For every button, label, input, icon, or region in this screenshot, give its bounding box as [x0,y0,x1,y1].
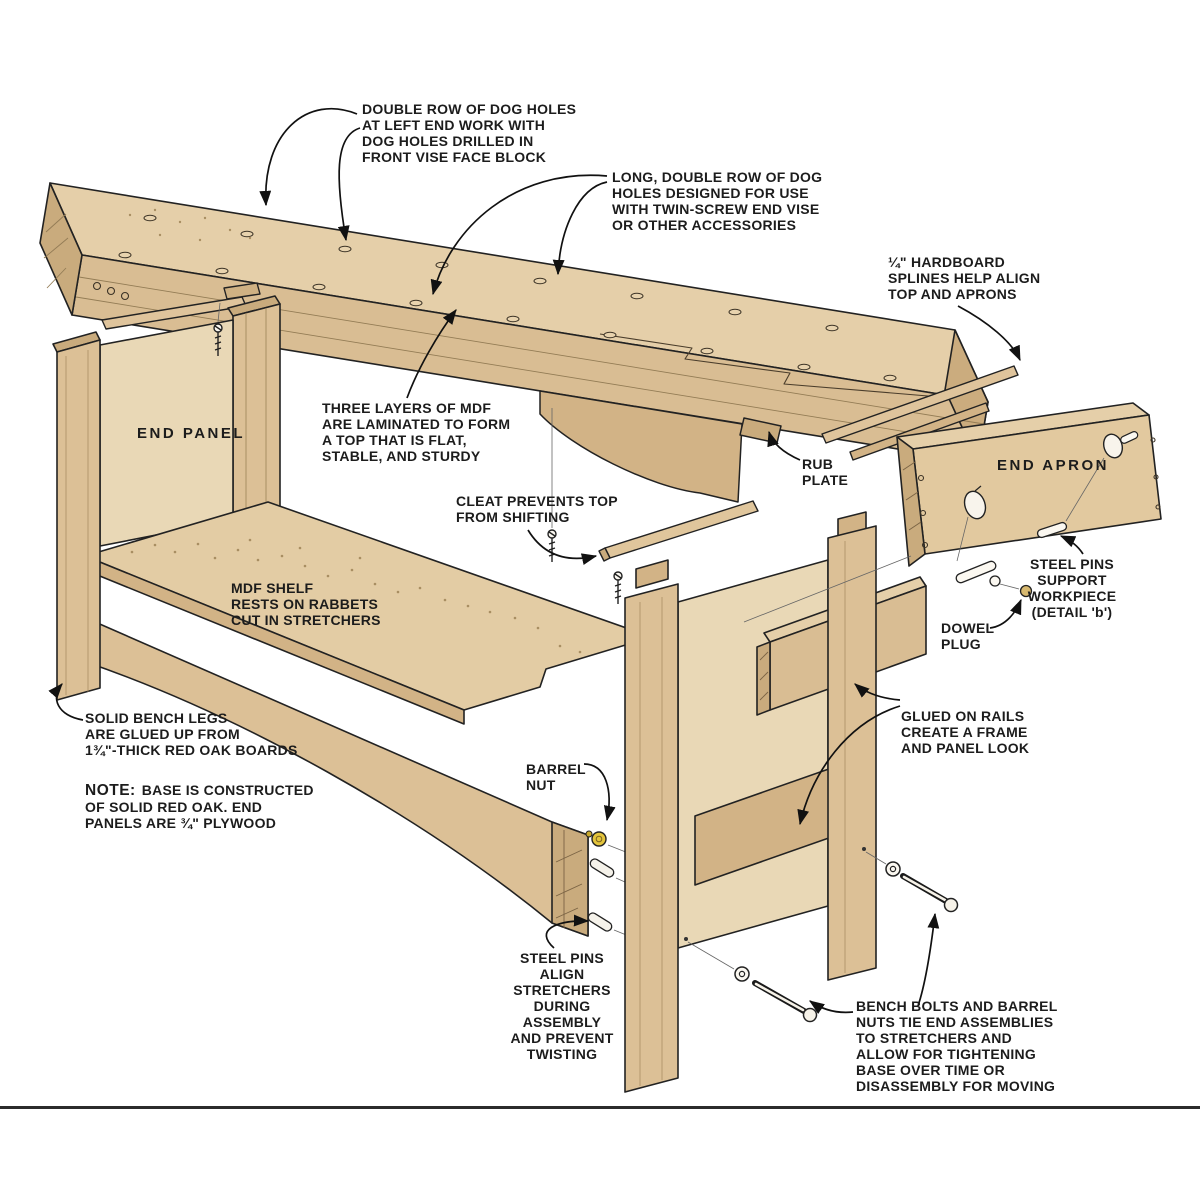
callout-solid-legs: SOLID BENCH LEGS ARE GLUED UP FROM 1¾"-T… [85,710,298,758]
callout-glued-rails: GLUED ON RAILS CREATE A FRAME AND PANEL … [901,708,1030,756]
leader-glued-rails-b [797,705,901,826]
bench-bolt-head [802,1007,818,1023]
front-post-tenon [635,559,669,589]
washer [885,861,901,877]
leader-dog-holes-left-b [337,127,361,242]
steel-pin [1036,521,1068,539]
back-post [827,525,877,981]
dowel-plug-part [1019,584,1033,598]
right-end-assembly [624,511,927,1093]
callout-dowel-plug: DOWEL PLUG [941,620,995,652]
callout-note: NOTE:BASE IS CONSTRUCTED OF SOLID RED OA… [85,766,314,831]
leader-rub-plate [767,430,801,461]
callout-barrel-nut: BARREL NUT [526,761,586,793]
steel-pin [955,560,997,584]
benchtop-slab [39,182,989,463]
leader-steel-pins-support [1059,535,1084,555]
leader-steel-pins-align [545,914,590,949]
front-post [624,583,679,1093]
leader-lines [48,108,1084,1014]
spline-strips [101,282,1019,461]
apron-hardware [743,457,1105,623]
callout-dog-holes-long: LONG, DOUBLE ROW OF DOG HOLES DESIGNED F… [612,169,823,233]
callout-mdf-shelf: MDF SHELF RESTS ON RABBETS CUT IN STRETC… [231,580,381,628]
steel-pin [1120,431,1139,444]
part-label-end-panel: END PANEL [137,425,246,442]
callout-hardboard-splines: ¼" HARDBOARD SPLINES HELP ALIGN TOP AND … [888,254,1041,302]
end-apron-board [896,402,1162,567]
bench-bolt-hardware [684,847,959,1023]
barrel-nut-part [591,831,607,847]
leader-cleat [527,529,598,565]
leader-dog-holes-left-a [259,108,358,207]
pin-hole [1102,433,1124,459]
leader-dowel-plug [989,598,1022,629]
leader-dog-holes-long-a [552,181,608,276]
leader-dog-holes-long-b [430,174,608,296]
callout-steel-pins-align: STEEL PINS ALIGN STRETCHERS DURING ASSEM… [510,950,614,1062]
callout-bench-bolts: BENCH BOLTS AND BARREL NUTS TIE END ASSE… [856,998,1058,1094]
steel-pin [587,912,613,932]
screws [213,302,623,604]
front-stretcher [85,617,589,937]
left-leg [56,339,101,701]
bench-bolt-head [943,897,959,913]
leader-bench-bolts-a [809,1000,854,1014]
leader-glued-rails-a [854,683,901,701]
dog-holes [118,214,897,382]
steel-pin [589,858,615,878]
leader-three-layers [406,309,457,399]
part-label-end-apron: END APRON [997,457,1109,474]
callout-cleat: CLEAT PREVENTS TOP FROM SHIFTING [456,493,618,525]
callout-steel-pins-support: STEEL PINS SUPPORT WORKPIECE (DETAIL 'b'… [1027,556,1117,620]
washer [734,966,750,982]
note-prefix: NOTE: [85,782,136,799]
leader-barrel-nut [583,763,616,822]
leader-bench-bolts-b [917,912,940,1007]
leader-splines [957,305,1021,362]
callout-rub-plate: RUB PLATE [802,456,849,488]
left-end-assembly [52,295,653,937]
stretcher-end-face [551,821,589,937]
note-text: BASE IS CONSTRUCTED OF SOLID RED OAK. EN… [85,782,314,831]
callout-dog-holes-left: DOUBLE ROW OF DOG HOLES AT LEFT END WORK… [362,101,577,165]
callout-three-layers: THREE LAYERS OF MDF ARE LAMINATED TO FOR… [322,400,511,464]
cleat-bar [598,500,759,562]
pin-hole [963,490,987,520]
shelf-speckles [130,538,582,654]
page-bottom-rule [0,1106,1200,1109]
leader-solid-legs [48,683,84,721]
slab-speckles [128,208,252,242]
